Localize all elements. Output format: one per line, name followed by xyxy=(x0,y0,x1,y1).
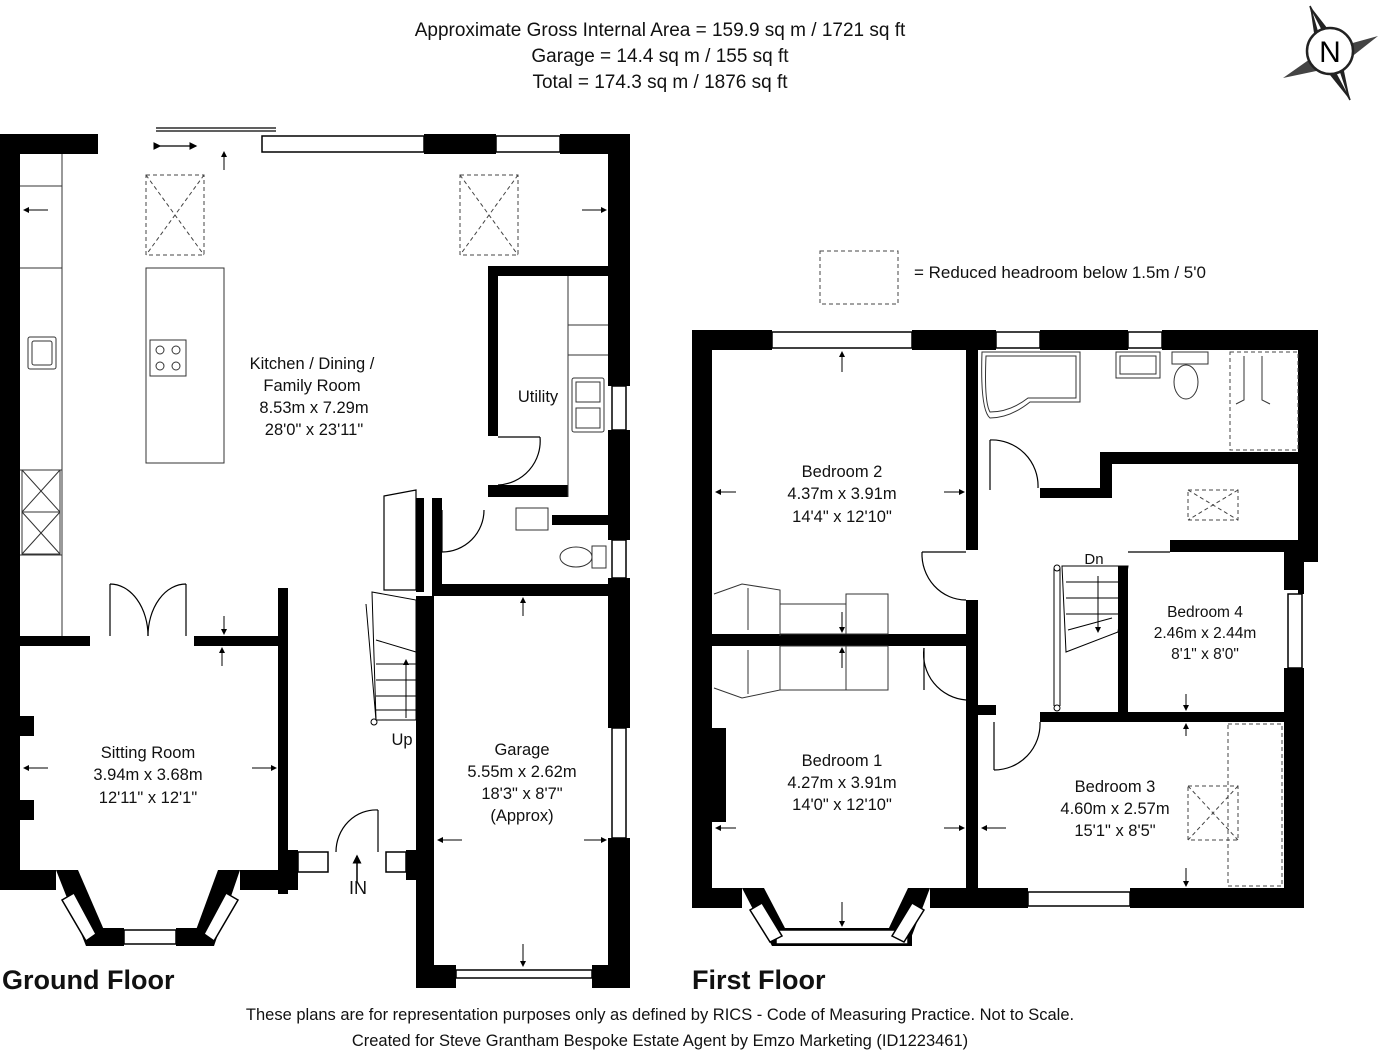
landing-fittings xyxy=(713,583,889,699)
ground-floor-windows xyxy=(60,135,627,979)
garage-imperial: 18'3" x 8'7" xyxy=(481,785,562,803)
bedroom-3-imperial: 15'1" x 8'5" xyxy=(1074,822,1155,840)
bedroom-3-metric: 4.60m x 2.57m xyxy=(1060,800,1169,818)
bedroom-4-name: Bedroom 4 xyxy=(1167,604,1243,621)
utility-name: Utility xyxy=(518,388,559,406)
ground-floor-title: Ground Floor xyxy=(2,965,175,995)
total-area-text: Total = 174.3 sq m / 1876 sq ft xyxy=(532,72,788,93)
ground-floor-walls xyxy=(0,134,630,988)
ground-doors xyxy=(109,436,541,853)
ground-skylights xyxy=(145,174,519,256)
sliding-door-icon xyxy=(153,127,276,150)
sitting-room-name: Sitting Room xyxy=(101,744,195,762)
gross-area-text: Approximate Gross Internal Area = 159.9 … xyxy=(414,20,906,41)
bedroom-1-metric: 4.27m x 3.91m xyxy=(787,774,896,792)
legend-text: = Reduced headroom below 1.5m / 5'0 xyxy=(914,263,1206,282)
bedroom-3-name: Bedroom 3 xyxy=(1075,778,1156,796)
kitchen-fittings xyxy=(20,154,225,636)
bathroom-fittings xyxy=(981,351,1209,419)
bedroom-4-imperial: 8'1" x 8'0" xyxy=(1171,646,1239,663)
wardrobe-icon xyxy=(1235,356,1271,405)
stairs-down-label: Dn xyxy=(1084,551,1103,568)
first-floor-windows xyxy=(748,331,1303,945)
sitting-room-metric: 3.94m x 3.68m xyxy=(93,766,202,784)
kitchen-name-2: Family Room xyxy=(263,377,360,395)
bedroom-1-imperial: 14'0" x 12'10" xyxy=(792,796,892,814)
first-floor-title: First Floor xyxy=(692,965,826,995)
first-floor-skylights xyxy=(1187,351,1299,887)
stairs-up-label: Up xyxy=(391,731,412,749)
bedroom-4-metric: 2.46m x 2.44m xyxy=(1154,625,1257,642)
compass-label: N xyxy=(1319,36,1341,69)
first-floor-stairs xyxy=(1053,564,1129,712)
first-room-labels: Bedroom 2 4.37m x 3.91m 14'4" x 12'10" B… xyxy=(787,463,1256,840)
ground-room-labels: Kitchen / Dining / Family Room 8.53m x 7… xyxy=(93,355,576,898)
bedroom-2-metric: 4.37m x 3.91m xyxy=(787,485,896,503)
ground-stairs xyxy=(365,591,417,726)
sitting-room-imperial: 12'11" x 12'1" xyxy=(99,789,198,807)
garage-area-text: Garage = 14.4 sq m / 155 sq ft xyxy=(531,46,789,67)
bedroom-2-imperial: 14'4" x 12'10" xyxy=(792,508,892,526)
garage-note: (Approx) xyxy=(490,807,553,825)
bedroom-2-name: Bedroom 2 xyxy=(802,463,883,481)
utility-fittings xyxy=(515,276,608,569)
kitchen-metric: 8.53m x 7.29m xyxy=(259,399,368,417)
credit-text: Created for Steve Grantham Bespoke Estat… xyxy=(351,1032,969,1050)
first-floor-walls xyxy=(692,330,1318,946)
bedroom-1-name: Bedroom 1 xyxy=(802,752,883,770)
entrance-label: IN xyxy=(349,878,367,898)
garage-name: Garage xyxy=(494,741,549,759)
kitchen-imperial: 28'0" x 23'11" xyxy=(265,421,364,439)
kitchen-name: Kitchen / Dining / xyxy=(250,355,375,373)
compass-icon: N xyxy=(1283,5,1378,101)
first-floor-doors xyxy=(921,439,1170,771)
garage-metric: 5.55m x 2.62m xyxy=(467,763,576,781)
disclaimer-text: These plans are for representation purpo… xyxy=(245,1006,1075,1024)
first-dimension-arrows xyxy=(715,351,1189,927)
reduced-headroom-legend-box xyxy=(819,250,899,305)
ground-dimension-arrows xyxy=(23,151,607,967)
